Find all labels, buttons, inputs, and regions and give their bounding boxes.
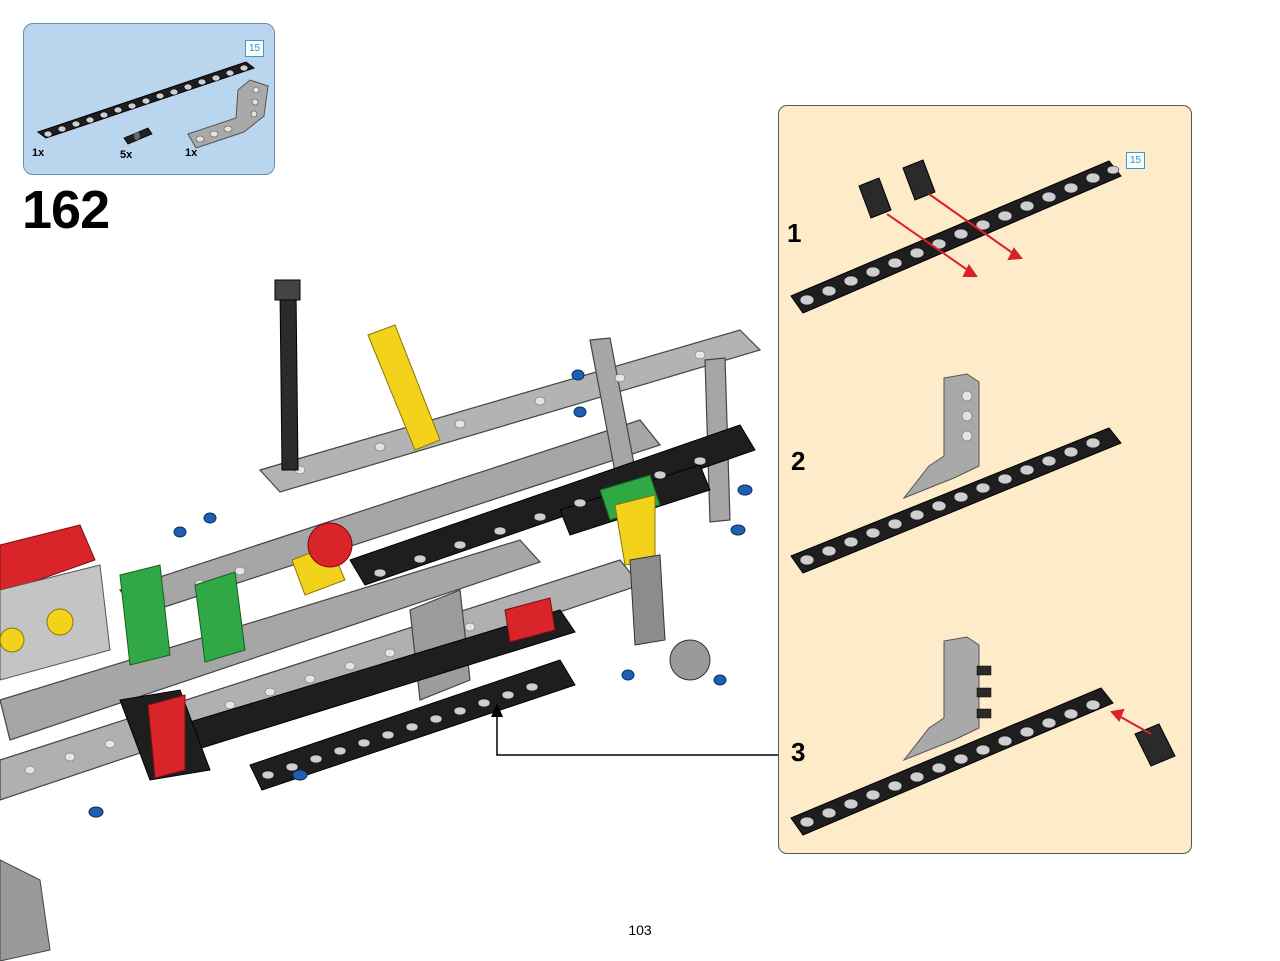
- yellow-piston-2: [0, 627, 25, 653]
- green-beam-2: [194, 571, 246, 663]
- sub-step-1-number: 1: [787, 218, 802, 248]
- yellow-shock-absorber-2: [614, 494, 656, 566]
- black-beam-top: [349, 424, 756, 586]
- parts-beam-quantity: 1x: [32, 147, 45, 159]
- red-gear: [307, 522, 353, 568]
- callout-arrow-line: [496, 715, 778, 756]
- main-assembly-illustration: [0, 279, 778, 961]
- blue-pins: [88, 369, 753, 818]
- green-beam-1: [119, 564, 171, 666]
- red-engine-block: [0, 524, 96, 591]
- step-number: 162: [22, 180, 110, 240]
- sub-step-1-image: [790, 159, 1122, 314]
- callout-arrow-head: [491, 703, 503, 717]
- red-connector: [147, 694, 186, 779]
- sub-step-2-number: 2: [791, 446, 806, 476]
- black-axle-tall: [279, 289, 299, 471]
- black-axle-tip: [274, 279, 301, 301]
- sub-step-beam-length-badge: 15: [1126, 152, 1145, 169]
- grey-beam-long-1: [0, 539, 542, 741]
- parts-black-beam-image: [36, 61, 256, 139]
- grey-part-corner: [0, 859, 51, 961]
- parts-grey-l-beam-image: [187, 79, 269, 149]
- red-block-small: [504, 597, 556, 643]
- parts-beam-length-badge: 15: [245, 40, 264, 57]
- yellow-shock-absorber: [367, 324, 441, 451]
- parts-list-callout: 15 1x 5x 1x: [23, 23, 275, 175]
- yellow-piston-1: [46, 608, 74, 636]
- sub-step-panel: 15 1 2 3: [778, 105, 1192, 854]
- parts-l-beam-quantity: 1x: [185, 147, 198, 159]
- sub-step-illustrations: [790, 159, 1176, 836]
- parts-pin-quantity: 5x: [120, 149, 133, 161]
- sub-step-3-image: [790, 636, 1176, 836]
- sub-step-3-number: 3: [791, 737, 806, 767]
- grey-hub: [669, 639, 711, 681]
- parts-illustrations: [36, 61, 269, 149]
- sub-step-2-image: [790, 373, 1122, 574]
- grey-spring: [629, 554, 666, 646]
- parts-pin-image: [123, 127, 153, 145]
- page-number: 103: [628, 922, 652, 938]
